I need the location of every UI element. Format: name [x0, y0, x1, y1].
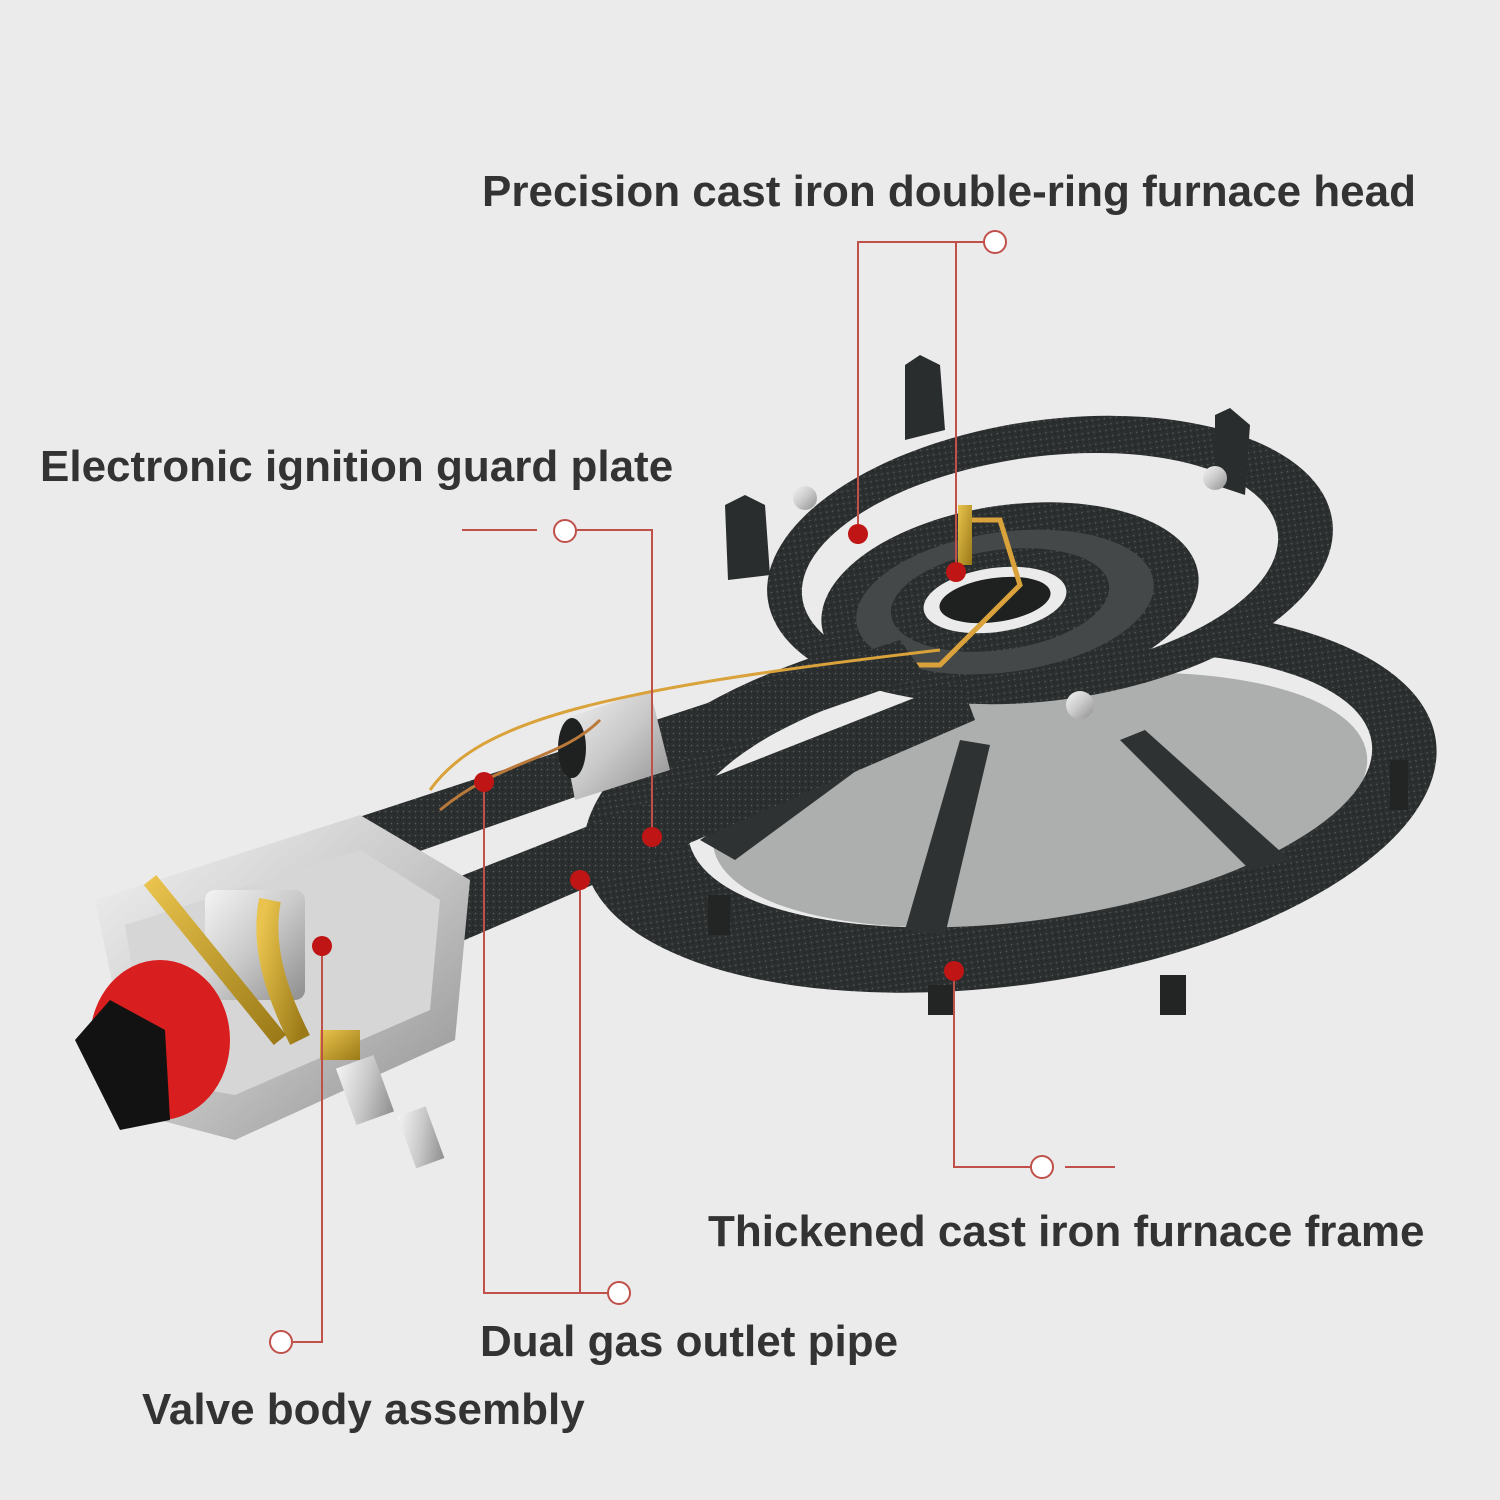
valve-body: [75, 815, 470, 1169]
label-gas-pipe: Dual gas outlet pipe: [480, 1317, 899, 1366]
label-guard-plate: Electronic ignition guard plate: [40, 442, 674, 491]
marker-dots: [312, 524, 966, 981]
leader-lines: [293, 241, 1115, 1343]
ignition-guard: [428, 648, 941, 812]
label-valve-body: Valve body assembly: [142, 1385, 585, 1434]
label-furnace-head: Precision cast iron double-ring furnace …: [482, 167, 1416, 216]
furnace-head: [725, 355, 1333, 719]
label-furnace-frame: Thickened cast iron furnace frame: [708, 1207, 1425, 1256]
leader-circles: [269, 230, 1054, 1354]
